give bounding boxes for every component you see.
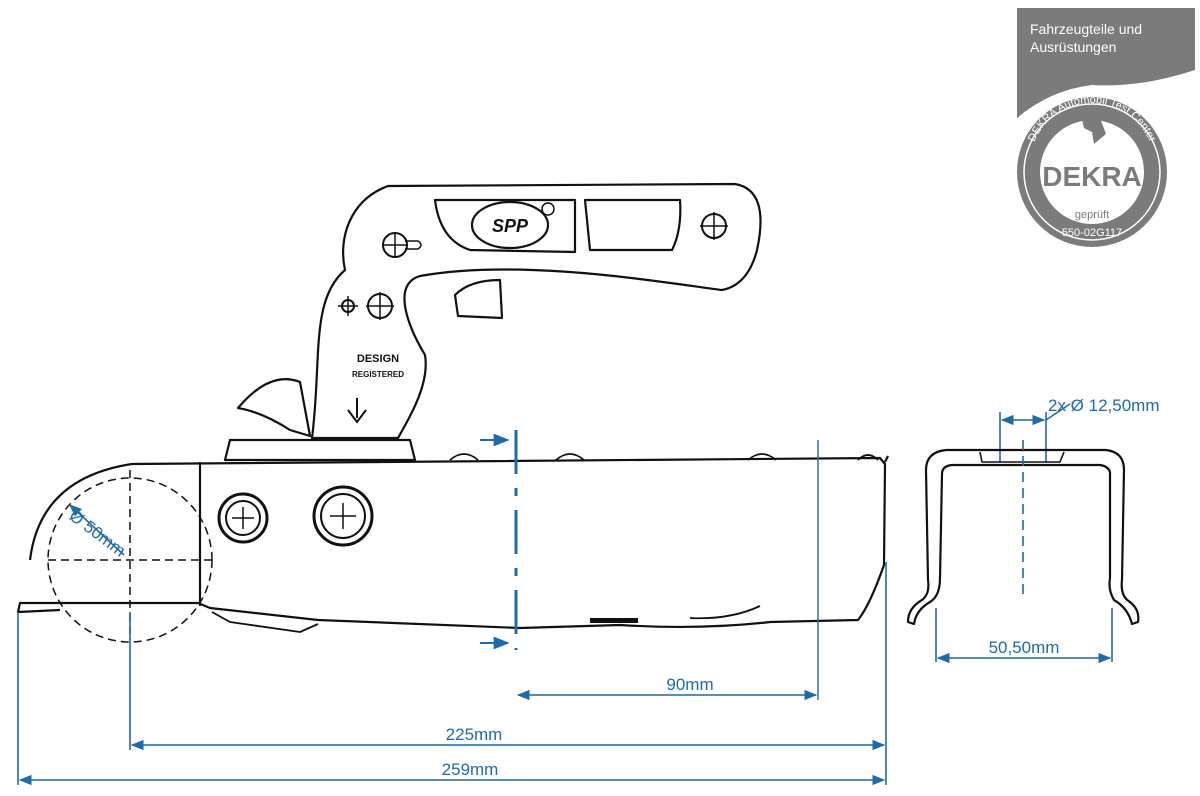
badge-brand: DEKRA (1042, 161, 1142, 192)
bolt-hole-icon (217, 492, 269, 544)
small-hole-icon (338, 296, 358, 316)
ball-outline (47, 470, 213, 643)
handle-hole-icon (700, 212, 728, 240)
dekra-logo-icon (1080, 112, 1106, 144)
hole-spacing-label: 90mm (666, 675, 713, 694)
profile-width-label: 50,50mm (989, 638, 1060, 657)
grip-window (583, 198, 682, 252)
pivot-hole-icon (382, 232, 422, 258)
ball-diameter-label: Ø 50mm (66, 506, 129, 560)
coupling-side-view (16, 182, 889, 633)
safety-catch (236, 378, 312, 438)
badge-header-line1: Fahrzeugteile und (1030, 21, 1142, 37)
spp-logo: SPP (492, 216, 529, 236)
spp-logo-oval (470, 200, 550, 250)
body-outline (16, 456, 887, 630)
badge-ring-bottom-line1: geprüft (1075, 209, 1109, 221)
center-to-end-label: 225mm (446, 725, 503, 744)
design-mark-line2: REGISTERED (352, 370, 404, 379)
pivot-hole-icon (366, 292, 394, 320)
ball-diameter-arrow (69, 504, 125, 556)
mount-plate (223, 438, 417, 462)
cross-section-view (906, 448, 1140, 626)
badge-header-line2: Ausrüstungen (1030, 39, 1116, 55)
registered-mark-icon (541, 202, 555, 216)
dimension-lines (17, 403, 1113, 786)
trigger-tab (453, 278, 504, 320)
grip-inset (433, 198, 577, 254)
badge-ring-bottom-line2: 550-02G117 (1062, 227, 1122, 239)
coupling-handle (310, 182, 762, 440)
bolt-hole-icon (312, 485, 374, 547)
design-mark-line1: DESIGN (357, 353, 399, 365)
dekra-certification-badge: Fahrzeugteile und Ausrüstungen DEKRA Aut… (1017, 8, 1195, 247)
overall-length-label: 259mm (442, 760, 499, 779)
hole-spec-label: 2x Ø 12,50mm (1048, 396, 1160, 415)
down-arrow-icon (347, 398, 367, 424)
